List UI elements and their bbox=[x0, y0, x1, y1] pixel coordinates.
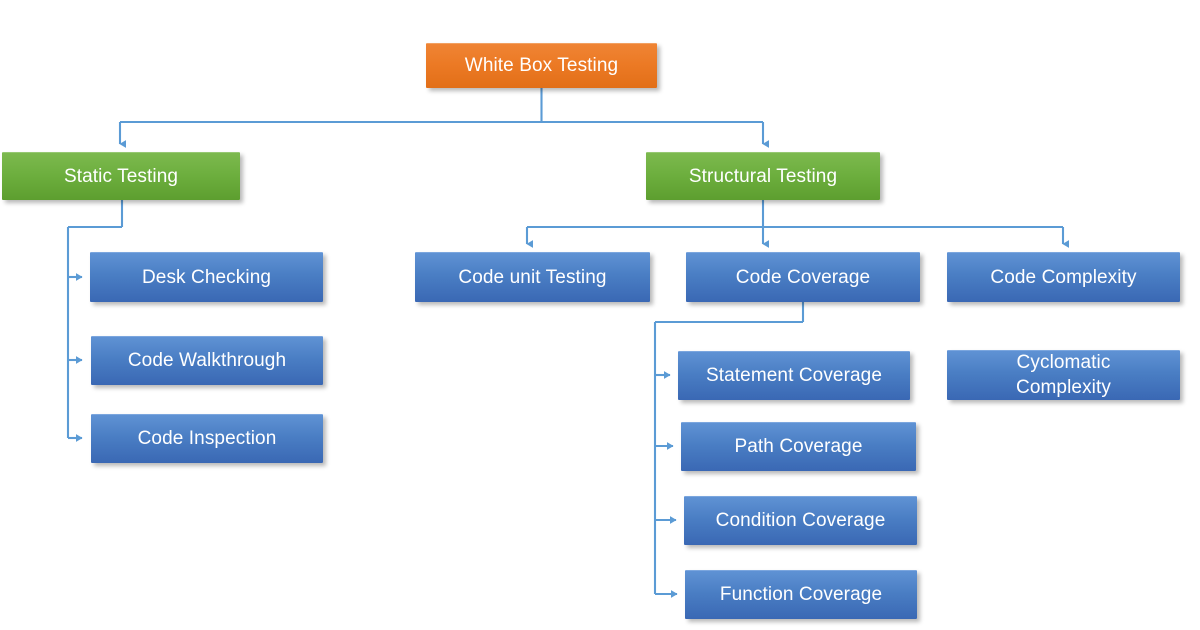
node-label: Statement Coverage bbox=[705, 365, 883, 387]
node-label: White Box Testing bbox=[464, 55, 619, 77]
node-function-coverage[interactable]: Function Coverage bbox=[685, 570, 917, 619]
node-label-line1: Cyclomatic bbox=[1016, 351, 1111, 373]
node-label: Path Coverage bbox=[734, 436, 863, 458]
node-label-line2: Complexity bbox=[1016, 376, 1111, 398]
node-white-box-testing[interactable]: White Box Testing bbox=[426, 43, 657, 88]
node-label: Code Walkthrough bbox=[127, 350, 287, 372]
node-label: Condition Coverage bbox=[715, 510, 886, 532]
node-statement-coverage[interactable]: Statement Coverage bbox=[678, 351, 910, 400]
node-label: Structural Testing bbox=[688, 165, 838, 187]
node-label: Code unit Testing bbox=[458, 266, 607, 288]
node-label: Static Testing bbox=[63, 165, 179, 187]
node-static-testing[interactable]: Static Testing bbox=[2, 152, 240, 200]
node-label: Desk Checking bbox=[141, 266, 272, 288]
node-condition-coverage[interactable]: Condition Coverage bbox=[684, 496, 917, 545]
node-code-walkthrough[interactable]: Code Walkthrough bbox=[91, 336, 323, 385]
node-desk-checking[interactable]: Desk Checking bbox=[90, 252, 323, 302]
node-code-coverage[interactable]: Code Coverage bbox=[686, 252, 920, 302]
node-code-complexity[interactable]: Code Complexity bbox=[947, 252, 1180, 302]
node-path-coverage[interactable]: Path Coverage bbox=[681, 422, 916, 471]
node-code-inspection[interactable]: Code Inspection bbox=[91, 414, 323, 463]
node-structural-testing[interactable]: Structural Testing bbox=[646, 152, 880, 200]
node-label: Code Complexity bbox=[990, 266, 1137, 288]
node-code-unit-testing[interactable]: Code unit Testing bbox=[415, 252, 650, 302]
node-label: Code Inspection bbox=[137, 428, 277, 450]
node-label-multiline: Cyclomatic Complexity bbox=[953, 351, 1174, 400]
node-cyclomatic-complexity[interactable]: Cyclomatic Complexity bbox=[947, 350, 1180, 400]
node-label: Function Coverage bbox=[719, 584, 883, 606]
node-label: Code Coverage bbox=[735, 266, 871, 288]
